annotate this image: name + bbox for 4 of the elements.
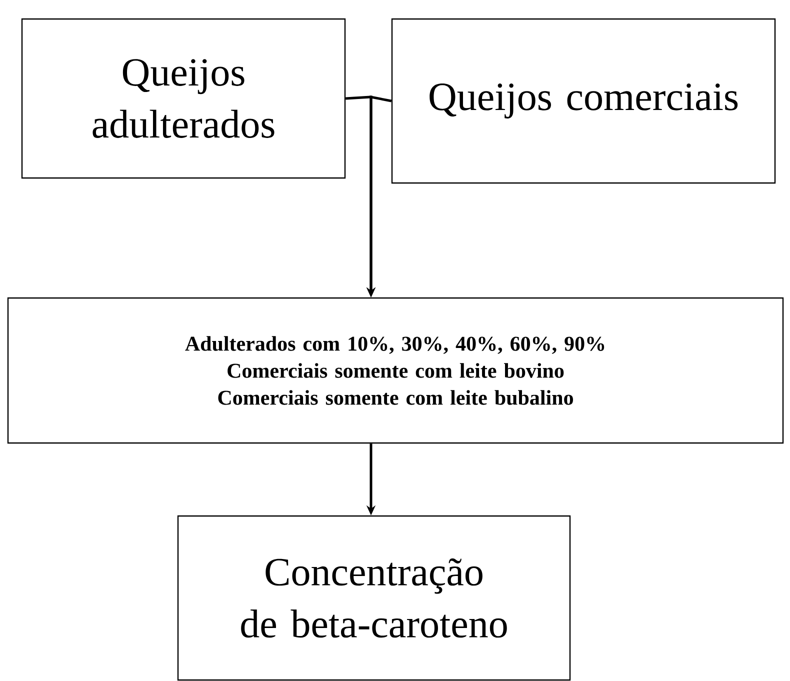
process-box: Adulterados com 10%, 30%, 40%, 60%, 90% Comerciais somente com leite bovino Comerciais somente com leite bubalino	[7, 297, 784, 444]
process-box: Queijos adulterados	[21, 18, 346, 179]
process-box: Queijos comerciais	[391, 18, 776, 184]
process-box: Concentração de beta-caroteno	[177, 515, 571, 681]
